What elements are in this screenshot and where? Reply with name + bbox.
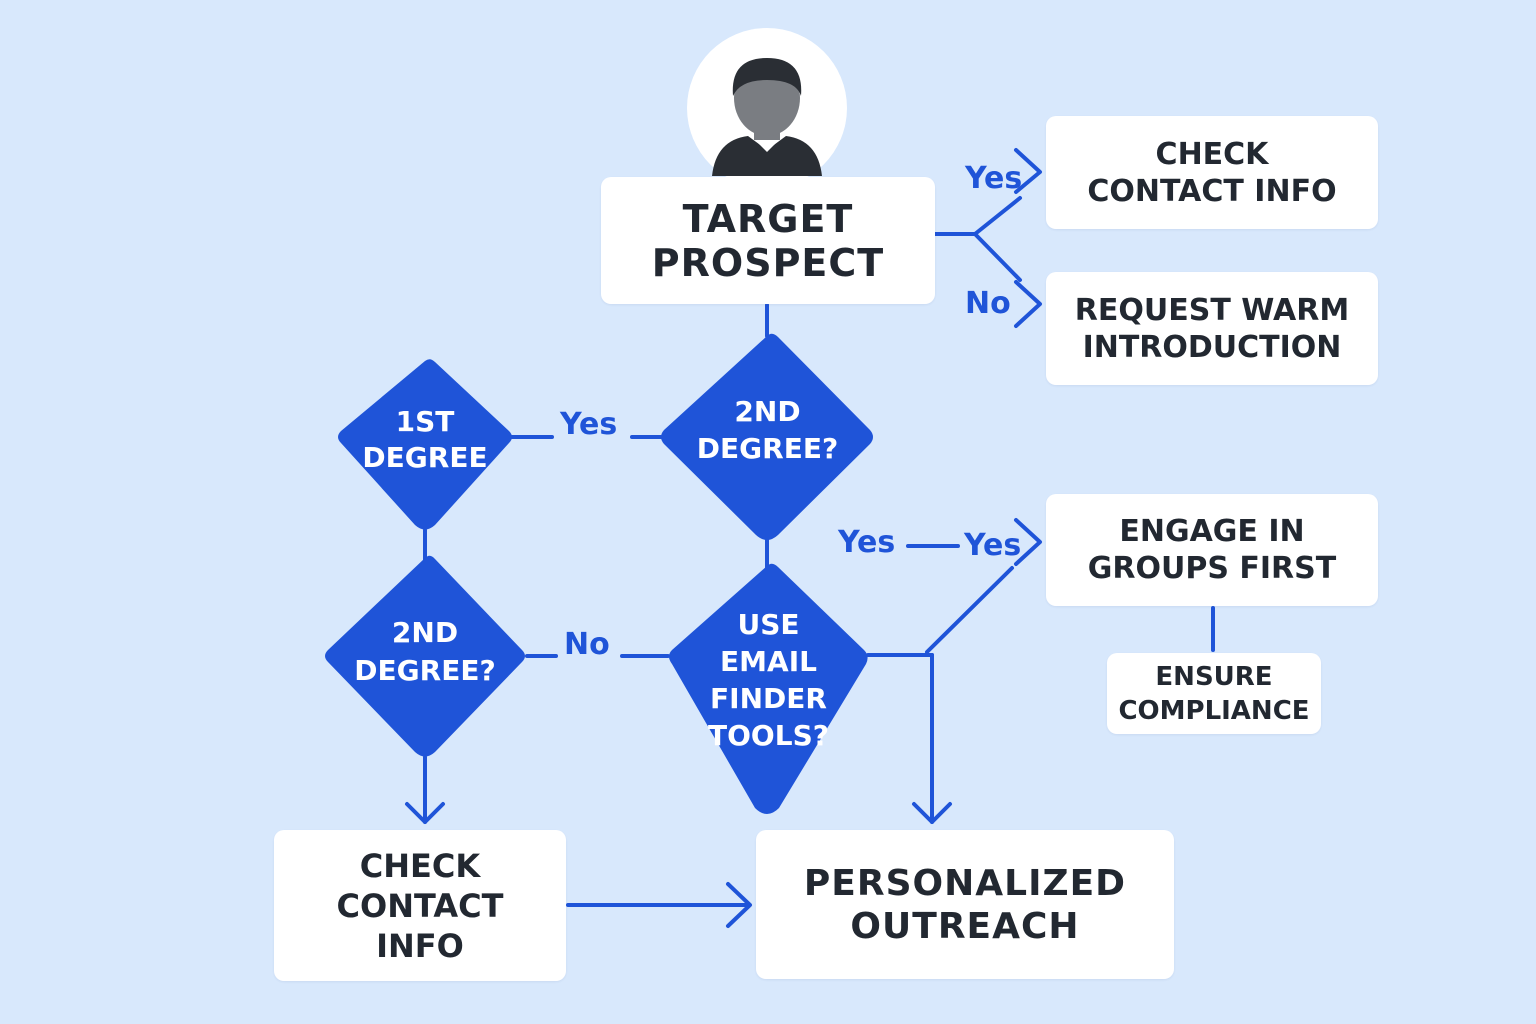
edge-label-no-top: No xyxy=(965,286,1011,321)
edge-label-yes-mid-right: Yes xyxy=(964,528,1022,563)
node-check-contact-info-bottom-label: CHECK CONTACT INFO xyxy=(336,846,504,965)
node-check-contact-info-top-label: CHECK CONTACT INFO xyxy=(1087,136,1337,209)
edge-label-yes-top: Yes xyxy=(965,161,1023,196)
arrowhead-check-contact xyxy=(1014,148,1042,194)
node-engage-in-groups-first-label: ENGAGE IN GROUPS FIRST xyxy=(1087,514,1337,586)
diamond-email-finder xyxy=(669,563,868,814)
node-request-warm-introduction: REQUEST WARM INTRODUCTION xyxy=(1046,272,1378,385)
diamond-2nd-degree-center xyxy=(661,333,873,540)
node-check-contact-info-bottom: CHECK CONTACT INFO xyxy=(274,830,566,981)
node-check-contact-info-top: CHECK CONTACT INFO xyxy=(1046,116,1378,229)
arrowhead-outreach-left xyxy=(726,882,752,928)
edge-label-no-left: No xyxy=(564,627,610,662)
diamond-1st-degree xyxy=(338,359,512,530)
edge-to-engage-groups xyxy=(925,566,1014,654)
node-target-prospect: TARGET PROSPECT xyxy=(601,177,935,304)
diamond-2nd-degree-left-label: 2ND DEGREE? xyxy=(354,616,496,687)
arrowhead-check-contact-bottom xyxy=(405,802,445,824)
node-engage-in-groups-first: ENGAGE IN GROUPS FIRST xyxy=(1046,494,1378,606)
node-request-warm-introduction-label: REQUEST WARM INTRODUCTION xyxy=(1074,292,1350,365)
node-ensure-compliance: ENSURE COMPLIANCE xyxy=(1107,653,1321,734)
node-personalized-outreach-label: PERSONALIZED OUTREACH xyxy=(803,862,1127,947)
edge-fork-to-warm-intro xyxy=(973,232,1022,282)
diamond-2nd-degree-left xyxy=(325,555,525,757)
arrowhead-warm-intro xyxy=(1014,280,1042,328)
edge-label-yes-mid-left: Yes xyxy=(838,525,896,560)
diamond-2nd-degree-center-label: 2ND DEGREE? xyxy=(696,394,839,465)
node-target-prospect-label: TARGET PROSPECT xyxy=(651,196,885,285)
diamond-1st-degree-label: 1ST DEGREE xyxy=(362,405,488,474)
diamond-email-finder-label: USE EMAIL FINDER TOOLS? xyxy=(708,608,829,752)
person-icon xyxy=(712,58,822,176)
edge-fork-to-check-contact xyxy=(973,196,1022,236)
arrowhead-outreach-top xyxy=(912,802,952,824)
edge-label-yes-first-degree: Yes xyxy=(560,407,618,442)
node-ensure-compliance-label: ENSURE COMPLIANCE xyxy=(1118,661,1310,726)
node-personalized-outreach: PERSONALIZED OUTREACH xyxy=(756,830,1174,979)
avatar xyxy=(687,28,847,188)
arrowhead-engage-groups xyxy=(1014,518,1042,566)
